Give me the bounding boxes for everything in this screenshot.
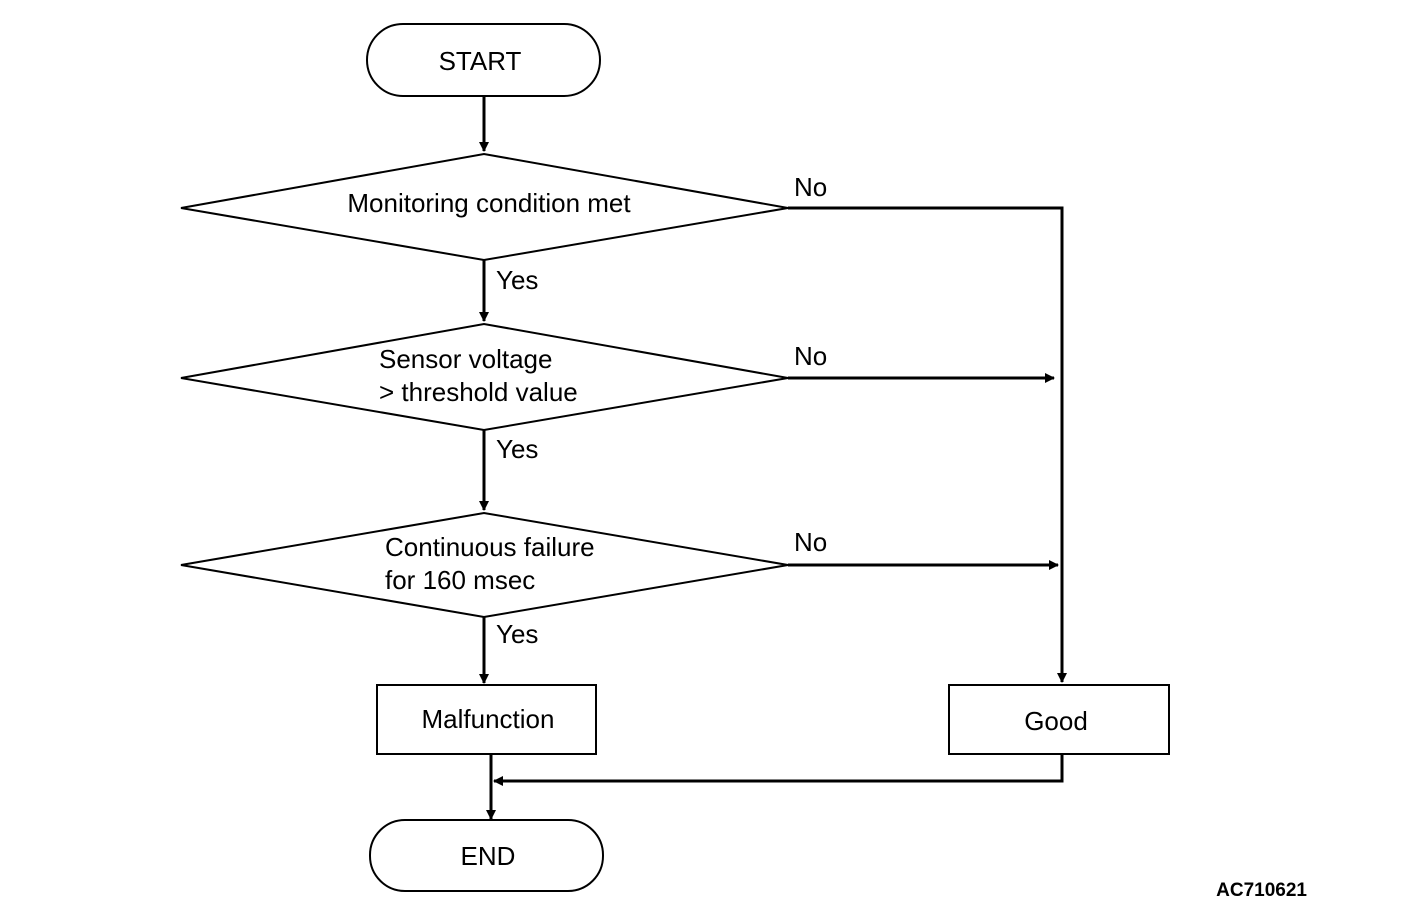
yes-label-2: Yes [496, 434, 538, 464]
no-label-2: No [794, 341, 827, 371]
decision-sensor-voltage-label-line2: > threshold value [379, 377, 578, 407]
end-label: END [461, 841, 516, 871]
decision-sensor-voltage-label-line1: Sensor voltage [379, 344, 552, 374]
good-label: Good [1024, 706, 1088, 736]
no-label-3: No [794, 527, 827, 557]
decision-monitoring-condition: Monitoring condition met [180, 152, 789, 262]
figure-id: AC710621 [1216, 880, 1307, 901]
line-good-to-end [493, 754, 1064, 786]
decision-continuous-failure-label-line2: for 160 msec [385, 565, 535, 595]
yes-label-1: Yes [496, 265, 538, 295]
start-label: START [439, 46, 522, 76]
decision-sensor-voltage: Sensor voltage > threshold value [180, 322, 789, 432]
edge-labels: Yes Yes Yes No No No [496, 172, 827, 649]
end-terminal: END [369, 819, 604, 892]
malfunction-box: Malfunction [376, 684, 597, 755]
line-decision1-no-to-good [788, 206, 1067, 683]
malfunction-label: Malfunction [422, 704, 555, 734]
no-label-1: No [794, 172, 827, 202]
decision-monitoring-condition-label: Monitoring condition met [347, 188, 631, 218]
good-box: Good [948, 684, 1170, 755]
decision-continuous-failure: Continuous failure for 160 msec [180, 511, 789, 619]
yes-label-3: Yes [496, 619, 538, 649]
connectors [479, 96, 1067, 820]
decision-continuous-failure-label-line1: Continuous failure [385, 532, 595, 562]
start-terminal: START [366, 23, 601, 97]
